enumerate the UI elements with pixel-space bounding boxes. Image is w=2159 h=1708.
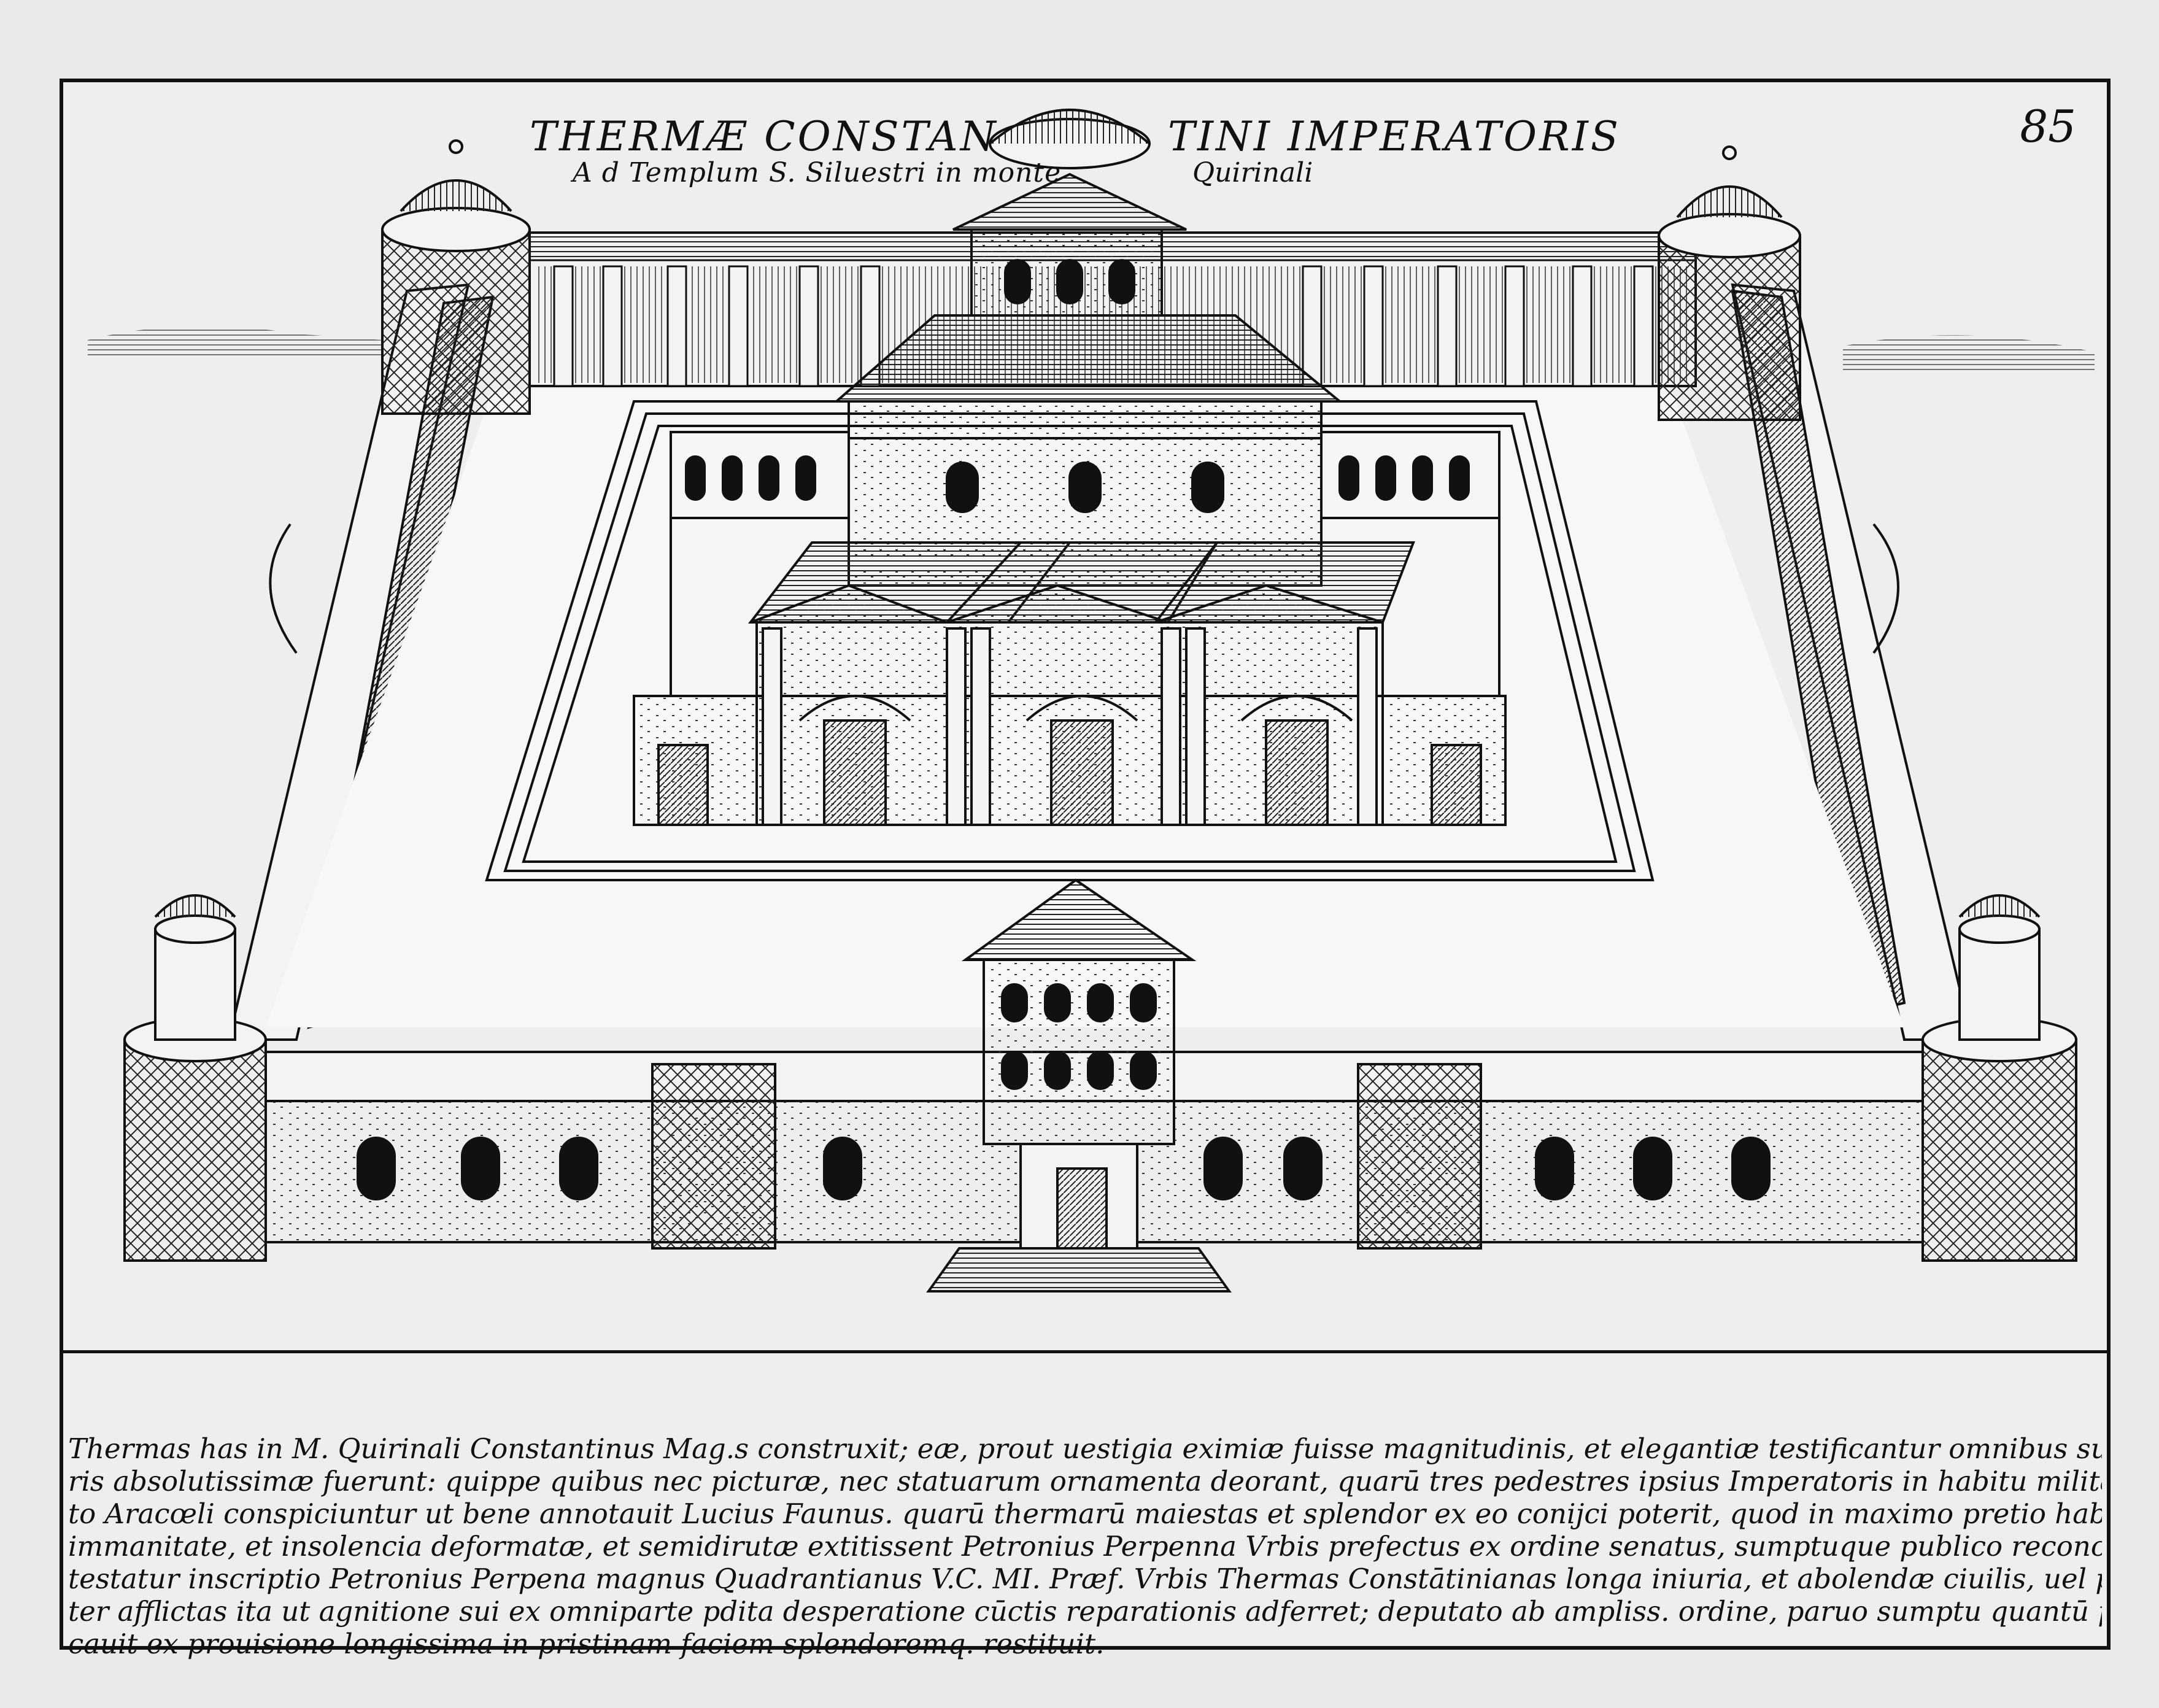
engraving-plate: THERMÆ CONSTAN TINI IMPERATORIS A d Temp… — [60, 79, 2111, 1660]
rear-left-tower — [381, 139, 531, 415]
front-left-tower — [123, 894, 267, 1262]
caption-line: ter afflictas ita ut agnitione sui ex om… — [68, 1595, 2102, 1628]
caption-divider — [63, 1350, 2107, 1353]
title-line1-part1: THERMÆ CONSTAN — [530, 113, 998, 160]
title-line2-part1: A d Templum S. Siluestri in monte — [573, 157, 1062, 188]
caption-line: cauit ex prouisione longissima in pristi… — [68, 1628, 1105, 1660]
entrance-pavilion — [926, 878, 1232, 1293]
title-line2-part2: Quirinali — [1192, 157, 1313, 188]
caption-line: immanitate, et insolencia deformatæ, et … — [68, 1530, 2102, 1563]
plate-number: 85 — [2020, 101, 2076, 152]
caption-line: ris absolutissimæ fuerunt: quippe quibus… — [68, 1465, 2102, 1497]
central-dome — [952, 109, 1187, 317]
caption-text: Thermas has in M. Quirinali Constantinus… — [68, 1432, 2102, 1660]
caption-line: testatur inscriptio Petronius Perpena ma… — [68, 1563, 2102, 1595]
background-hills — [88, 326, 2095, 371]
caption-line: Thermas has in M. Quirinali Constantinus… — [68, 1432, 2102, 1465]
rear-right-tower — [1658, 145, 1801, 421]
caption-line: to Aracœli conspiciuntur ut bene annotau… — [68, 1497, 2102, 1530]
central-hall — [633, 314, 1507, 826]
title-line1-part2: TINI IMPERATORIS — [1168, 113, 1621, 160]
front-right-tower — [1921, 894, 2077, 1262]
bath-complex-illustration — [88, 109, 2095, 1293]
